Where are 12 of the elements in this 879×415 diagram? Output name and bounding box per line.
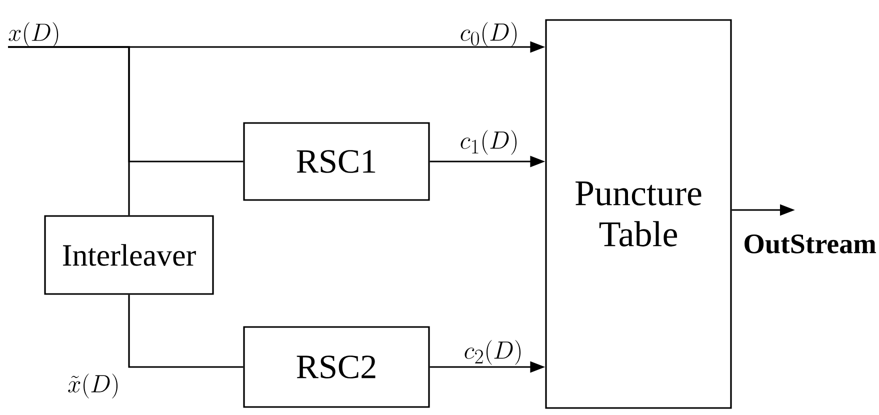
encoder-box: RSC1 — [243, 122, 430, 201]
output-label: OutStream — [744, 234, 876, 254]
edge-label: $c_1(D)$ — [460, 130, 517, 155]
edge-label: $c_2(D)$ — [464, 340, 521, 365]
connector-line — [128, 294, 244, 368]
connector-line — [8, 46, 130, 216]
puncture-table-box: Puncture Table — [545, 19, 732, 409]
encoder-box: RSC2 — [243, 326, 430, 408]
edge-label: $\tilde{x}(D)$ — [68, 374, 118, 398]
edge-label: $c_0(D)$ — [460, 22, 517, 47]
signal-label: $x(D)$ — [8, 22, 58, 47]
interleaver-box: Interleaver — [44, 215, 214, 295]
